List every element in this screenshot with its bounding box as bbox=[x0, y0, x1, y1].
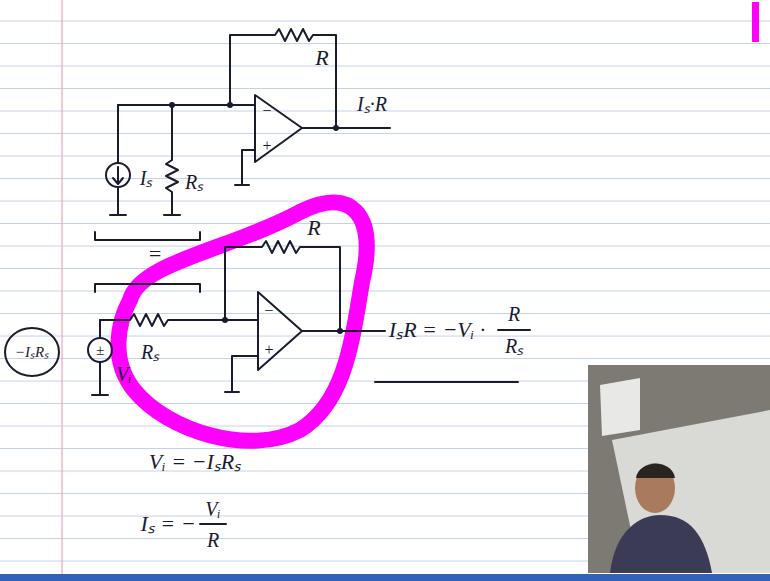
wire bbox=[302, 127, 390, 129]
bracket bbox=[95, 232, 200, 240]
source-sign: ± bbox=[96, 343, 104, 358]
wire bbox=[110, 105, 126, 215]
source-label: Iₛ bbox=[140, 168, 153, 188]
opamp-symbol bbox=[258, 292, 302, 370]
junction-dot bbox=[222, 317, 228, 323]
source-label: Vᵢ bbox=[116, 364, 131, 384]
equivalence-sign: = bbox=[148, 243, 163, 265]
wire bbox=[92, 320, 108, 395]
junction-dot bbox=[169, 102, 175, 108]
resistor-symbol bbox=[164, 105, 180, 215]
resistor-label: R bbox=[315, 47, 328, 69]
fraction-numerator: Vᵢ bbox=[205, 499, 220, 519]
wire bbox=[118, 104, 255, 106]
fraction-bar bbox=[200, 523, 226, 525]
resistor-label: R bbox=[307, 217, 320, 239]
junction-dot bbox=[337, 328, 343, 334]
output-label: Iₛ·R bbox=[357, 94, 387, 114]
bracket bbox=[95, 284, 200, 292]
junction-dot bbox=[227, 102, 233, 108]
pin-sign: − bbox=[262, 103, 273, 119]
margin-line bbox=[61, 0, 62, 581]
wire bbox=[302, 330, 385, 332]
circled-note-text: −IₛRₛ bbox=[15, 345, 49, 360]
resistor-label: Rₛ bbox=[141, 342, 159, 362]
current-arrow bbox=[113, 167, 123, 184]
webcam-inset bbox=[588, 365, 770, 573]
current-source-symbol bbox=[106, 163, 130, 187]
ground-symbol bbox=[225, 356, 258, 392]
equation-text: Iₛ = − bbox=[140, 513, 195, 535]
fraction-numerator: R bbox=[508, 304, 520, 324]
scroll-marker bbox=[752, 2, 759, 42]
ground-symbol bbox=[235, 150, 255, 185]
resistor-label: Rₛ bbox=[185, 172, 203, 192]
pin-sign: + bbox=[262, 138, 273, 154]
feedback-resistor bbox=[230, 29, 336, 128]
equation-text: Vᵢ = −IₛRₛ bbox=[149, 451, 241, 473]
opamp-symbol bbox=[255, 95, 302, 162]
pin-sign: + bbox=[264, 342, 275, 358]
pin-sign: − bbox=[264, 303, 275, 319]
resistor-symbol bbox=[100, 314, 258, 326]
bottom-bar bbox=[0, 574, 770, 581]
equation-text: IₛR = −Vᵢ · bbox=[389, 319, 485, 341]
highlight-loop bbox=[118, 203, 366, 441]
junction-dot bbox=[333, 125, 339, 131]
fraction-denominator: R bbox=[207, 530, 219, 550]
feedback-resistor bbox=[225, 241, 340, 331]
underline bbox=[375, 381, 518, 383]
fraction-bar bbox=[498, 329, 530, 331]
fraction-denominator: Rₛ bbox=[505, 336, 523, 356]
circled-note bbox=[5, 328, 59, 376]
voltage-source-symbol bbox=[88, 338, 112, 362]
